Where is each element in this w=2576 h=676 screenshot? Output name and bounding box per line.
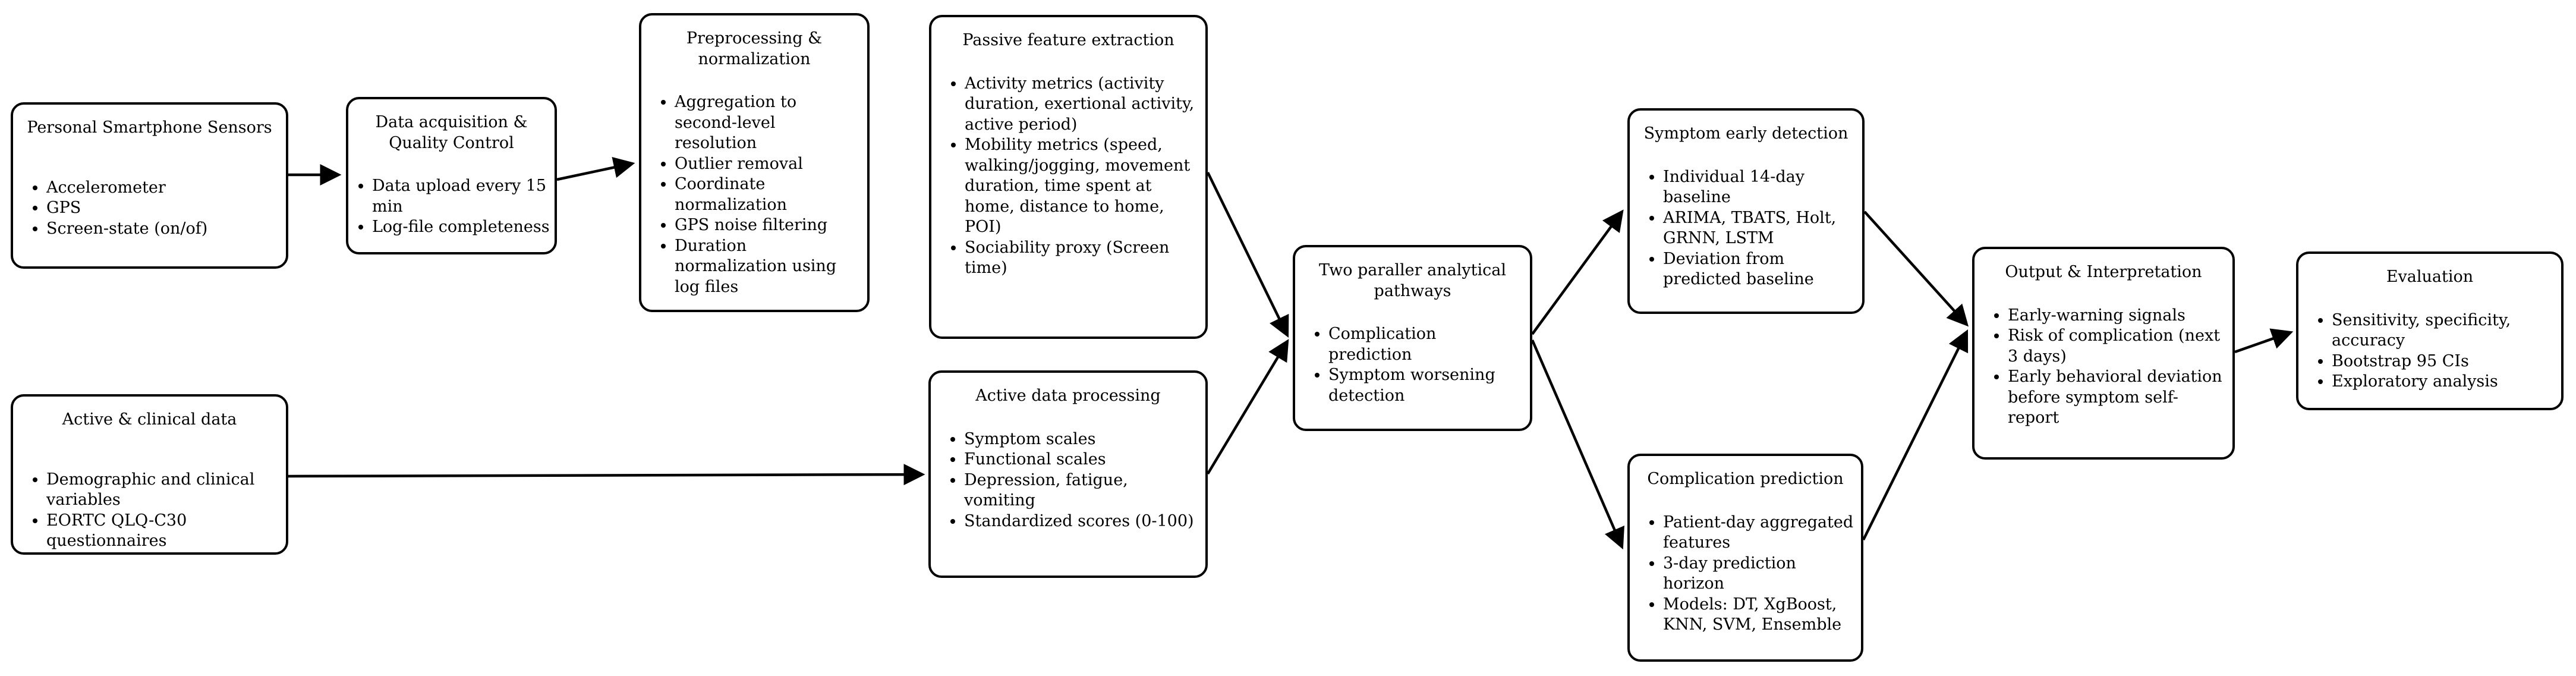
box-title: Personal Smartphone Sensors bbox=[27, 118, 272, 137]
bullet-list: Individual 14-day baseline ARIMA, TBATS,… bbox=[1630, 167, 1862, 290]
bullet-list: Sensitivity, specificity, accuracy Boots… bbox=[2298, 310, 2561, 392]
arrow-passive-features-to-pathways bbox=[1206, 172, 1289, 338]
bullet-item: Functional scales bbox=[964, 449, 1198, 470]
box-title: Active & clinical data bbox=[62, 410, 237, 429]
box-title: Data acquisition & Quality Control bbox=[375, 113, 528, 152]
bullet-item: ARIMA, TBATS, Holt, GRNN, LSTM bbox=[1663, 208, 1855, 249]
node-evaluation: Evaluation Sensitivity, specificity, acc… bbox=[2296, 251, 2564, 410]
bullet-list: Accelerometer GPS Screen-state (on/of) bbox=[13, 178, 286, 240]
box-title: Passive feature extraction bbox=[962, 31, 1174, 49]
bullet-item: GPS bbox=[46, 198, 279, 219]
bullet-item: Models: DT, XgBoost, KNN, SVM, Ensemble bbox=[1663, 595, 1854, 636]
arrow-active-processing-to-pathways bbox=[1207, 339, 1289, 475]
arrow-output-to-evaluation bbox=[2234, 328, 2294, 354]
node-personal-smartphone-sensors: Personal Smartphone Sensors Acceleromete… bbox=[11, 102, 288, 269]
arrow-symptom-detection-to-output bbox=[1863, 210, 1969, 327]
bullet-item: Data upload every 15 min bbox=[372, 176, 551, 217]
node-active-clinical-data: Active & clinical data Demographic and c… bbox=[11, 394, 288, 555]
node-active-data-processing: Active data processing Symptom scales Fu… bbox=[928, 370, 1208, 578]
bullet-item: Complication prediction bbox=[1328, 324, 1523, 365]
box-title: Symptom early detection bbox=[1643, 124, 1848, 143]
bullet-list: Symptom scales Functional scales Depress… bbox=[931, 429, 1205, 532]
bullet-item: Risk of complication (next 3 days) bbox=[2008, 326, 2225, 367]
bullet-list: Early-warning signals Risk of complicati… bbox=[1974, 306, 2232, 429]
bullet-item: Log-file completeness bbox=[372, 217, 551, 238]
arrow-clinical-to-active-processing bbox=[288, 464, 925, 486]
box-title: Evaluation bbox=[2386, 268, 2474, 286]
box-title: Preprocessing & normalization bbox=[686, 29, 823, 68]
arrow-pathways-to-symptom-detection bbox=[1531, 209, 1624, 335]
bullet-item: Screen-state (on/of) bbox=[46, 219, 279, 240]
box-title: Two paraller analytical pathways bbox=[1319, 261, 1506, 300]
bullet-item: Duration normalization using log files bbox=[675, 236, 860, 298]
bullet-item: Exploratory analysis bbox=[2332, 372, 2554, 392]
bullet-item: Aggregation to second-level resolution bbox=[675, 92, 860, 154]
bullet-item: Sensitivity, specificity, accuracy bbox=[2332, 310, 2554, 351]
bullet-item: Patient-day aggregated features bbox=[1663, 512, 1854, 554]
bullet-item: EORTC QLQ-C30 questionnaires bbox=[46, 511, 279, 552]
node-symptom-early-detection: Symptom early detection Individual 14-da… bbox=[1627, 108, 1865, 314]
bullet-item: Demographic and clinical variables bbox=[46, 470, 279, 511]
bullet-item: Sociability proxy (Screen time) bbox=[965, 238, 1198, 279]
bullet-item: Outlier removal bbox=[675, 154, 860, 175]
bullet-list: Data upload every 15 min Log-file comple… bbox=[348, 176, 555, 238]
node-output-interpretation: Output & Interpretation Early-warning si… bbox=[1972, 247, 2235, 460]
bullet-item: Symptom scales bbox=[964, 429, 1198, 450]
arrow-pathways-to-complication-prediction bbox=[1531, 339, 1624, 550]
node-preprocessing-normalization: Preprocessing & normalization Aggregatio… bbox=[639, 13, 870, 312]
bullet-item: Accelerometer bbox=[46, 178, 279, 199]
bullet-item: Individual 14-day baseline bbox=[1663, 167, 1855, 208]
bullet-item: Early behavioral deviation before sympto… bbox=[2008, 367, 2225, 429]
arrow-complication-prediction-to-output bbox=[1862, 329, 1969, 541]
node-data-acquisition-quality-control: Data acquisition & Quality Control Data … bbox=[346, 97, 557, 254]
bullet-item: Coordinate normalization bbox=[675, 174, 860, 215]
bullet-list: Aggregation to second-level resolution O… bbox=[641, 92, 867, 297]
bullet-item: Bootstrap 95 CIs bbox=[2332, 351, 2554, 372]
node-complication-prediction: Complication prediction Patient-day aggr… bbox=[1627, 454, 1863, 662]
box-title: Output & Interpretation bbox=[2005, 263, 2202, 281]
box-title: Complication prediction bbox=[1647, 470, 1844, 488]
arrow-acquisition-to-preprocessing bbox=[556, 156, 635, 181]
bullet-list: Complication prediction Symptom worsenin… bbox=[1295, 324, 1530, 406]
node-passive-feature-extraction: Passive feature extraction Activity metr… bbox=[929, 15, 1208, 339]
bullet-item: 3-day prediction horizon bbox=[1663, 554, 1854, 595]
node-two-parallel-analytical-pathways: Two paraller analytical pathways Complic… bbox=[1293, 245, 1532, 431]
bullet-item: Depression, fatigue, vomiting bbox=[964, 470, 1198, 511]
bullet-list: Demographic and clinical variables EORTC… bbox=[13, 470, 286, 552]
bullet-list: Activity metrics (activity duration, exe… bbox=[931, 74, 1205, 279]
bullet-item: Mobility metrics (speed, walking/jogging… bbox=[965, 135, 1198, 238]
bullet-item: Standardized scores (0-100) bbox=[964, 511, 1198, 532]
bullet-list: Patient-day aggregated features 3-day pr… bbox=[1630, 512, 1861, 636]
box-title: Active data processing bbox=[975, 386, 1161, 405]
bullet-item: GPS noise filtering bbox=[675, 215, 860, 236]
bullet-item: Activity metrics (activity duration, exe… bbox=[965, 74, 1198, 136]
bullet-item: Deviation from predicted baseline bbox=[1663, 249, 1855, 290]
bullet-item: Symptom worsening detection bbox=[1328, 365, 1523, 406]
bullet-item: Early-warning signals bbox=[2008, 306, 2225, 326]
